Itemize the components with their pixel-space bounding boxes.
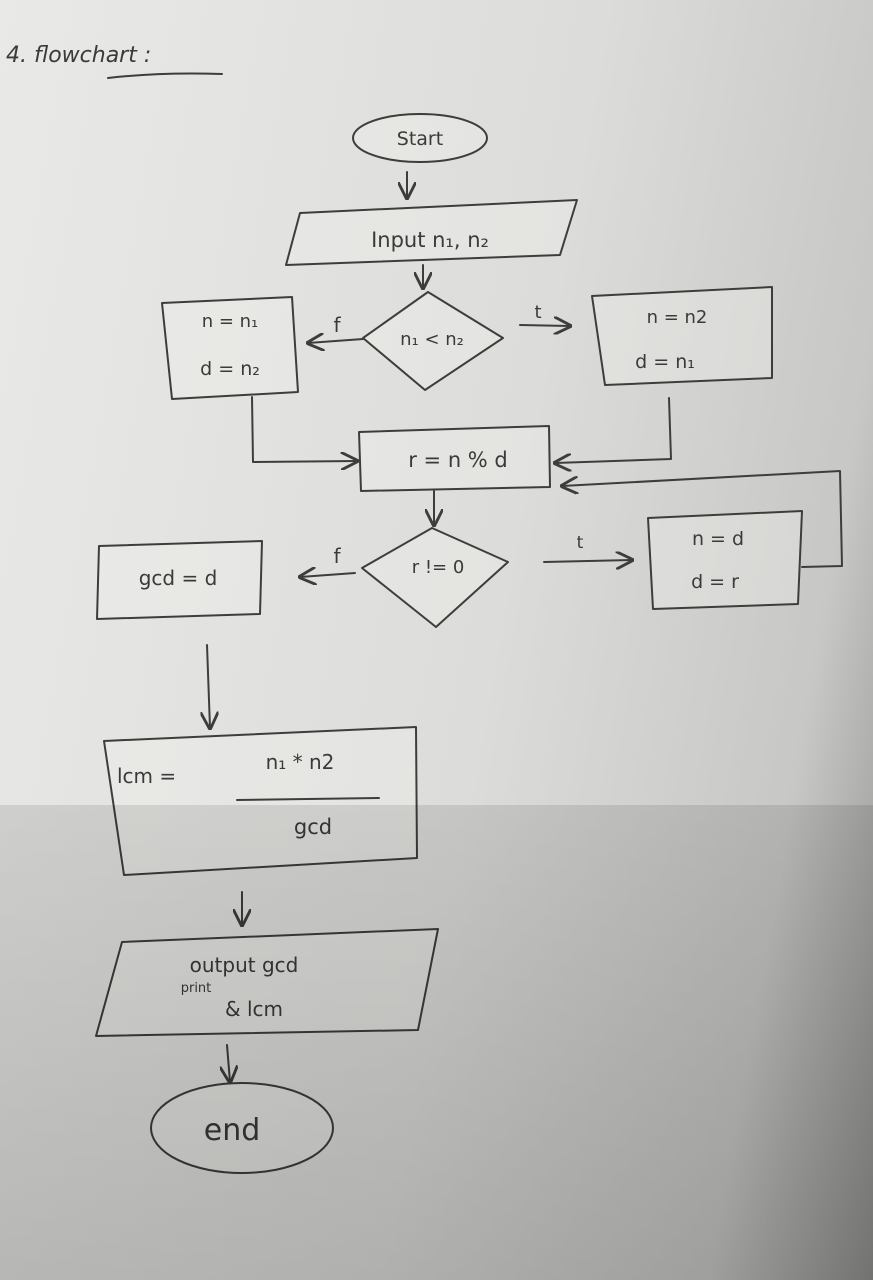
remainder-false-label: f: [333, 544, 341, 568]
compare-false-label: f: [333, 313, 341, 337]
assign-false-n: n = n₁: [202, 311, 259, 332]
assign-false-d: d = n₂: [200, 358, 260, 380]
compare-decision-diamond: [362, 291, 504, 391]
assign-true-box: [591, 286, 773, 386]
assign-true-n: n = n2: [647, 307, 708, 328]
compare-true-label: t: [534, 302, 541, 323]
arrow-compare-true: [519, 325, 570, 326]
remainder-label: r = n % d: [408, 448, 508, 472]
remainder-decision-label: r != 0: [412, 557, 465, 578]
arrow-gcd-to-lcm: [207, 644, 210, 728]
heading-underline: [107, 72, 223, 79]
output-line1: output gcd: [190, 953, 299, 977]
assign-false-box: [161, 296, 299, 400]
loop-update-n: n = d: [692, 528, 744, 550]
connector-false-to-remainder: [251, 396, 357, 462]
remainder-decision-diamond: [361, 527, 509, 628]
output-parallelogram: [95, 928, 439, 1037]
input-label: Input n₁, n₂: [371, 228, 489, 252]
arrow-compare-false: [308, 339, 364, 343]
lcm-denominator: gcd: [294, 815, 332, 839]
gcd-box: [96, 540, 263, 620]
gcd-label: gcd = d: [139, 566, 218, 590]
lcm-numerator: n₁ * n2: [266, 750, 335, 774]
connector-true-to-remainder: [555, 397, 672, 463]
assign-true-d: d = n₁: [635, 351, 695, 373]
remainder-true-label: t: [577, 533, 584, 553]
connector-loop-back: [562, 470, 843, 568]
loop-update-d: d = r: [691, 571, 739, 593]
arrow-remainder-false: [300, 573, 356, 577]
output-insert: print: [181, 981, 212, 996]
end-label: end: [204, 1113, 261, 1148]
loop-update-box: [647, 510, 803, 610]
lcm-fraction-bar: [236, 797, 380, 801]
output-line2: & lcm: [225, 997, 283, 1021]
start-label: Start: [397, 128, 443, 150]
lcm-label: lcm =: [117, 764, 176, 788]
arrow-remainder-true: [543, 560, 632, 562]
compare-decision-label: n₁ < n₂: [400, 329, 464, 350]
end-terminator: [150, 1082, 334, 1174]
remainder-box: [358, 425, 551, 492]
page-heading: 4. flowchart :: [6, 43, 151, 68]
arrow-output-to-end: [227, 1044, 230, 1082]
lcm-box: [103, 726, 418, 876]
start-terminator: [352, 113, 488, 163]
input-parallelogram: [285, 199, 578, 266]
